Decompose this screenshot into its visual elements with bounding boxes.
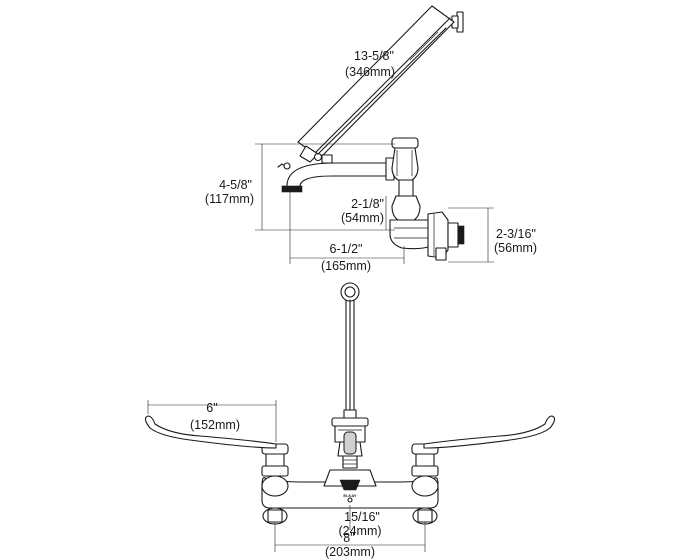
spout-reach-metric: (165mm) [321, 259, 371, 273]
dim-body-height: 2-1/8" (54mm) [341, 196, 387, 230]
vertical-arm [343, 299, 357, 426]
swing-arm [297, 5, 455, 163]
wall-inlet [427, 211, 465, 261]
valve-body [389, 137, 433, 250]
body-height-metric: (54mm) [341, 211, 384, 225]
dim-spout-reach: 6-1/2" (165mm) [289, 192, 405, 273]
inlet-offset-metric: (56mm) [494, 241, 537, 255]
faucet-side-view: 13-5/8" (346mm) 4-5/8" (117mm) 2-1/8" (5… [205, 5, 537, 273]
brand-logo: ELKAY [343, 493, 357, 498]
centers-imperial: 8" [343, 531, 354, 545]
dim-spout-height: 4-5/8" (117mm) [205, 143, 395, 231]
right-handle-assembly [411, 415, 556, 525]
spout-height-imperial: 4-5/8" [219, 178, 252, 192]
spout-height-metric: (117mm) [205, 192, 254, 206]
dim-arm-length: 13-5/8" (346mm) [345, 31, 439, 79]
handle-length-metric: (152mm) [190, 418, 240, 432]
outlet-offset-imperial: 15/16" [344, 510, 380, 524]
dim-centers: 8" (203mm) [274, 522, 426, 559]
arm-length-imperial: 13-5/8" [354, 49, 394, 63]
aerator [281, 185, 303, 193]
outlet-offset-metric: (24mm) [338, 524, 381, 538]
dim-handle-length: 6" (152mm) [147, 400, 277, 442]
left-handle-assembly [144, 415, 289, 525]
spout [277, 154, 395, 193]
faucet-front-view: ELKAY 6" (152m [144, 282, 556, 559]
arm-top-bracket [340, 282, 360, 302]
faucet-body: ELKAY [261, 469, 439, 509]
handle-length-imperial: 6" [206, 401, 217, 415]
body-height-imperial: 2-1/8" [351, 197, 384, 211]
dim-inlet-offset: 2-3/16" (56mm) [448, 207, 537, 263]
dim-outlet-offset: 15/16" (24mm) [338, 505, 382, 538]
arm-length-metric: (346mm) [345, 65, 395, 79]
centers-metric: (203mm) [325, 545, 375, 559]
spout-reach-imperial: 6-1/2" [330, 242, 363, 256]
center-valve [331, 417, 369, 469]
inlet-offset-imperial: 2-3/16" [496, 227, 536, 241]
